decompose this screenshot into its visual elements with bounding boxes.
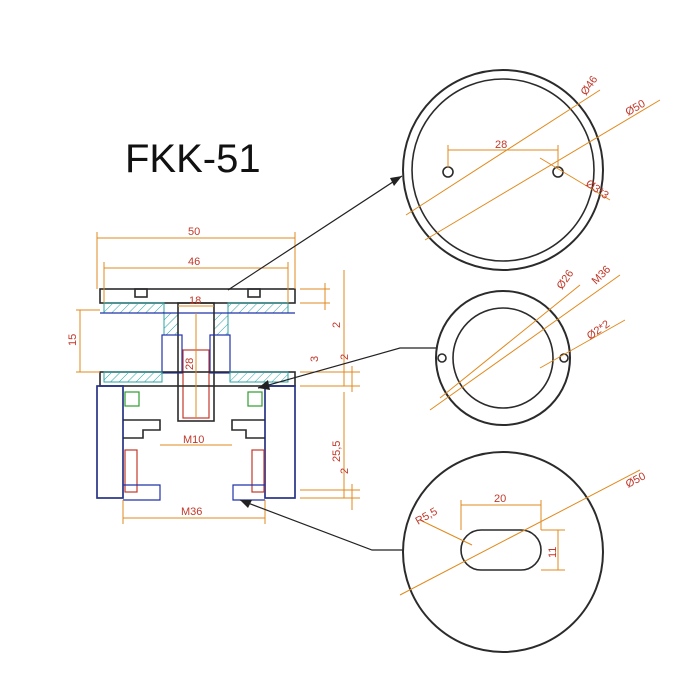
detail-middle-ring: Ø26 M36 Ø2*2: [429, 263, 626, 426]
dim-46: 46: [188, 256, 200, 268]
section-view: 50 46 18 15 28 2 3 2 25,5 2 M10 M36: [67, 226, 360, 524]
outer-circle: [402, 69, 604, 271]
leader-middle: [257, 347, 440, 389]
bottom-outer-circle: [402, 451, 604, 653]
top-dia-46: Ø46: [579, 74, 601, 98]
upper-clamp-left: [103, 302, 165, 314]
dim-2-mid: 2: [339, 354, 351, 360]
middle-thread: M36: [590, 263, 614, 287]
slot: [460, 529, 542, 571]
top-dim-28: 28: [495, 139, 507, 151]
bottom-dim-11: 11: [547, 547, 559, 558]
dim-50: 50: [188, 226, 200, 238]
inner-circle: [411, 78, 595, 262]
dim-28: 28: [184, 358, 196, 370]
middle-dia-26: Ø26: [555, 268, 577, 292]
central-stem: [177, 302, 215, 422]
ring-inner: [452, 307, 554, 409]
bottom-dia-50: Ø50: [624, 470, 648, 490]
ring-hole-left: [437, 353, 447, 363]
lower-body-right: [264, 385, 296, 499]
dim-m36: M36: [181, 506, 202, 518]
dim-2-top: 2: [331, 322, 343, 328]
dim-15: 15: [67, 334, 79, 346]
middle-plate: [99, 371, 296, 387]
leader-bottom: [239, 499, 408, 551]
gasket-right: [247, 391, 263, 407]
arrow-top: [390, 176, 402, 186]
product-title: FKK-51: [125, 137, 261, 181]
dim-25-5: 25,5: [331, 441, 343, 462]
detail-top-plate: Ø46 Ø50 28 Ø3*3: [402, 69, 661, 271]
dim-2-bottom: 2: [339, 468, 351, 474]
gasket-left: [124, 391, 140, 407]
lower-body-left: [96, 385, 124, 499]
bottom-dim-20: 20: [494, 493, 506, 505]
dim-m10: M10: [183, 434, 204, 446]
top-dia-50: Ø50: [624, 98, 648, 119]
detail-bottom-plate: Ø50 20 R5,5 11: [399, 451, 648, 653]
middle-holes: Ø2*2: [585, 318, 612, 342]
leader-top: [227, 175, 403, 291]
upper-clamp-right: [227, 302, 289, 314]
dim-3: 3: [309, 356, 321, 362]
dim-18: 18: [189, 295, 201, 307]
